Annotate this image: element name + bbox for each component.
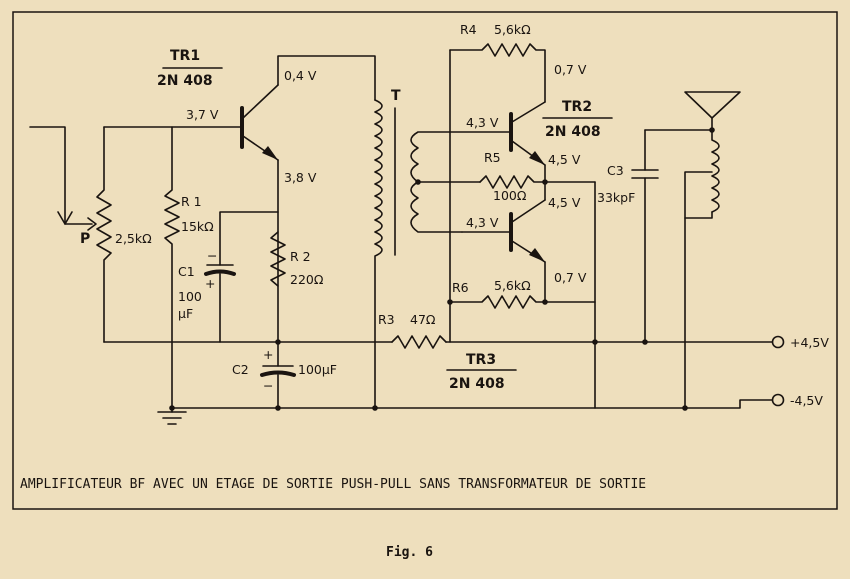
c2-plus: + (263, 347, 273, 362)
r1-name: R 1 (181, 194, 202, 209)
r2-value: 220Ω (290, 272, 324, 287)
c2-name: C2 (232, 362, 249, 377)
capacitor-c3 (631, 129, 713, 343)
r1-value: 15kΩ (181, 219, 214, 234)
tr3-name: TR3 (466, 352, 496, 368)
r5-value: 100Ω (493, 188, 527, 203)
tr1-emitter-voltage: 3,8 V (284, 170, 317, 185)
r3-name: R3 (378, 312, 395, 327)
c2-value: 100μF (298, 362, 337, 377)
pot-p-name: P (80, 231, 90, 247)
transistor-tr2 (449, 101, 546, 201)
capacitor-c1 (204, 211, 279, 343)
transformer-name: T (391, 88, 401, 104)
tr1-base-voltage: 3,7 V (186, 107, 219, 122)
c1-value-1: 100 (178, 289, 202, 304)
c3-name: C3 (607, 163, 624, 178)
resistor-r2 (270, 231, 286, 287)
input-wire (29, 126, 97, 231)
figure-caption: AMPLIFICATEUR BF AVEC UN ETAGE DE SORTIE… (20, 477, 646, 492)
potentiometer-p (96, 126, 112, 343)
c3-value: 33kpF (597, 190, 635, 205)
r2-name: R 2 (290, 249, 311, 264)
c1-value-2: μF (178, 306, 193, 321)
c2-minus: − (263, 378, 273, 393)
tr2-type: 2N 408 (545, 124, 601, 140)
supply-negative: -4,5V (790, 393, 823, 408)
resistor-r1 (164, 126, 180, 409)
c1-minus: − (207, 248, 217, 263)
tr1-collector-voltage: 0,4 V (284, 68, 317, 83)
tr1-type: 2N 408 (157, 73, 213, 89)
tr2-name: TR2 (562, 99, 592, 115)
tr1-name: TR1 (170, 48, 200, 64)
r5-name: R5 (484, 150, 501, 165)
tr3-base-voltage: 4,3 V (466, 215, 499, 230)
ground-rail (157, 393, 785, 425)
transistor-tr3 (461, 199, 546, 303)
transformer-t (374, 99, 481, 409)
c1-name: C1 (178, 264, 195, 279)
r6-name: R6 (452, 280, 469, 295)
resistor-r4 (449, 43, 546, 343)
r6-value: 5,6kΩ (494, 278, 531, 293)
tr2-base-voltage: 4,3 V (466, 115, 499, 130)
figure-label: Fig. 6 (386, 545, 433, 560)
tr2-emitter-voltage: 4,5 V (548, 152, 581, 167)
resistor-r5 (479, 175, 596, 189)
positive-rail (103, 335, 785, 349)
supply-positive: +4,5V (790, 335, 829, 350)
antenna-coil (684, 91, 741, 409)
transistor-tr1 (103, 55, 376, 343)
resistor-r6 (447, 181, 596, 409)
c1-plus: + (205, 276, 215, 291)
r4-name: R4 (460, 22, 477, 37)
tr2-collector-voltage: 0,7 V (554, 62, 587, 77)
capacitor-c2 (260, 341, 296, 409)
tr3-type: 2N 408 (449, 376, 505, 392)
diagram-frame (12, 11, 838, 510)
pot-p-value: 2,5kΩ (115, 231, 152, 246)
r4-value: 5,6kΩ (494, 22, 531, 37)
tr3-emitter-voltage: 0,7 V (554, 270, 587, 285)
r3-value: 47Ω (410, 312, 436, 327)
tr3-collector-voltage: 4,5 V (548, 195, 581, 210)
